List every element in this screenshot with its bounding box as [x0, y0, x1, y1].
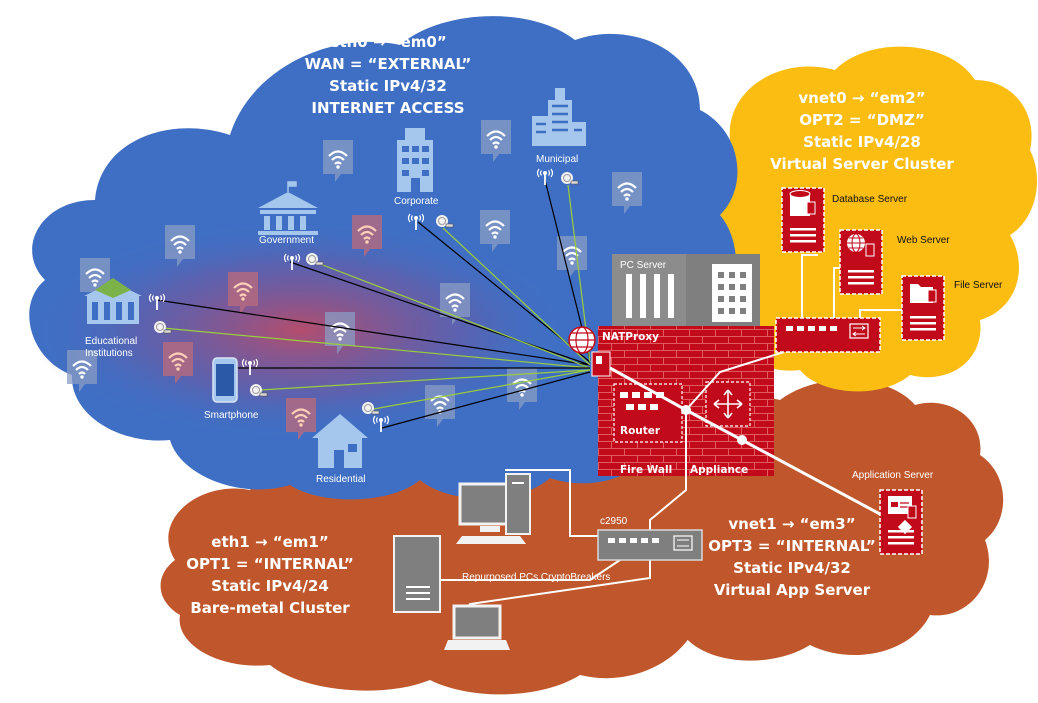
svg-text:Bare-metal Cluster: Bare-metal Cluster	[190, 599, 350, 617]
app-window-icon	[888, 496, 917, 519]
dmz-switch[interactable]	[775, 317, 881, 353]
svg-text:Application Server: Application Server	[852, 470, 934, 481]
municipal-node[interactable]: Municipal	[532, 88, 586, 186]
server-icon	[901, 275, 945, 341]
svg-text:Static IPv4/24: Static IPv4/24	[211, 577, 329, 595]
dmz-title: vnet0 → “em2” OPT2 = “DMZ” Static IPv4/2…	[770, 89, 954, 173]
government-icon	[258, 181, 318, 235]
switch-icon	[597, 529, 703, 561]
repurposed-pcs-label: Repurposed PCs CryptoBreakers	[462, 572, 610, 583]
svg-text:Corporate: Corporate	[394, 196, 439, 207]
laptop[interactable]	[444, 604, 510, 650]
app-title: vnet1 → “em3” OPT3 = “INTERNAL” Static I…	[708, 515, 875, 599]
application-server[interactable]: Application Server	[852, 470, 934, 555]
svg-text:INTERNET ACCESS: INTERNET ACCESS	[311, 99, 464, 117]
wan-links	[156, 179, 591, 429]
svg-text:OPT3 = “INTERNAL”: OPT3 = “INTERNAL”	[708, 537, 875, 555]
router-icon	[705, 381, 751, 427]
svg-text:PC Server: PC Server	[620, 260, 667, 271]
switch-icon	[775, 317, 881, 353]
tower-pc-icon	[393, 535, 441, 613]
residential-node[interactable]: Residential	[312, 401, 390, 485]
tower-pc-icon	[712, 264, 752, 322]
svg-text:vnet1 → “em3”: vnet1 → “em3”	[728, 515, 855, 533]
svg-text:Virtual App Server: Virtual App Server	[714, 581, 871, 599]
graduation-cap-icon	[84, 278, 142, 324]
svg-text:Router: Router	[620, 425, 661, 437]
svg-text:Appliance: Appliance	[690, 464, 748, 476]
laptop-icon	[444, 604, 510, 650]
svg-text:File Server: File Server	[954, 280, 1003, 291]
house-icon	[312, 414, 368, 468]
tower-pc[interactable]	[393, 535, 441, 613]
svg-text:vnet0 → “em2”: vnet0 → “em2”	[798, 89, 925, 107]
router-box: Router	[613, 383, 683, 443]
svg-text:NATProxy: NATProxy	[602, 331, 659, 343]
svg-text:Static IPv4/28: Static IPv4/28	[803, 133, 921, 151]
svg-text:eth0 → “em0”: eth0 → “em0”	[329, 33, 446, 51]
database-icon	[789, 190, 816, 216]
svg-text:Web Server: Web Server	[897, 235, 950, 246]
globe-icon	[847, 233, 875, 257]
web-server[interactable]: Web Server	[839, 229, 950, 295]
lan-cloud	[160, 442, 748, 695]
svg-text:eth1 → “em1”: eth1 → “em1”	[211, 533, 328, 551]
svg-text:c2950: c2950	[600, 516, 628, 527]
svg-text:Municipal: Municipal	[536, 154, 578, 165]
government-node[interactable]: Government	[258, 181, 324, 271]
database-server[interactable]: Database Server	[781, 187, 908, 253]
desktop-pc[interactable]	[456, 473, 531, 544]
lan-title: eth1 → “em1” OPT1 = “INTERNAL” Static IP…	[186, 533, 353, 617]
corporate-node[interactable]: Corporate	[394, 128, 454, 231]
svg-text:OPT1 = “INTERNAL”: OPT1 = “INTERNAL”	[186, 555, 353, 573]
file-server[interactable]: File Server	[901, 275, 1003, 341]
svg-text:Database Server: Database Server	[832, 194, 908, 205]
svg-text:WAN = “EXTERNAL”: WAN = “EXTERNAL”	[305, 55, 472, 73]
natproxy-port-icon	[591, 351, 611, 377]
svg-text:Government: Government	[259, 235, 314, 246]
smartphone-icon	[212, 357, 238, 403]
folder-icon	[910, 284, 937, 303]
building-icon	[397, 128, 433, 192]
c2950-switch[interactable]: c2950	[597, 516, 703, 561]
svg-text:OPT2 = “DMZ”: OPT2 = “DMZ”	[799, 111, 924, 129]
firewall-appliance[interactable]: NATProxy Router Fire Wall Appliance	[598, 326, 774, 476]
building-icon	[532, 88, 586, 146]
svg-text:Smartphone: Smartphone	[204, 410, 259, 421]
desktop-icon	[456, 473, 531, 544]
globe-icon	[568, 326, 596, 354]
svg-text:Static IPv4/32: Static IPv4/32	[733, 559, 851, 577]
svg-text:Static IPv4/32: Static IPv4/32	[329, 77, 447, 95]
smartphone-node[interactable]: Smartphone	[204, 357, 268, 421]
svg-text:Fire Wall: Fire Wall	[620, 464, 672, 476]
wan-title: eth0 → “em0” WAN = “EXTERNAL” Static IPv…	[305, 33, 472, 117]
svg-text:Residential: Residential	[316, 474, 365, 485]
pc-server[interactable]: PC Server	[612, 254, 760, 330]
svg-text:Virtual Server Cluster: Virtual Server Cluster	[770, 155, 954, 173]
dmz-cloud	[707, 46, 1038, 392]
